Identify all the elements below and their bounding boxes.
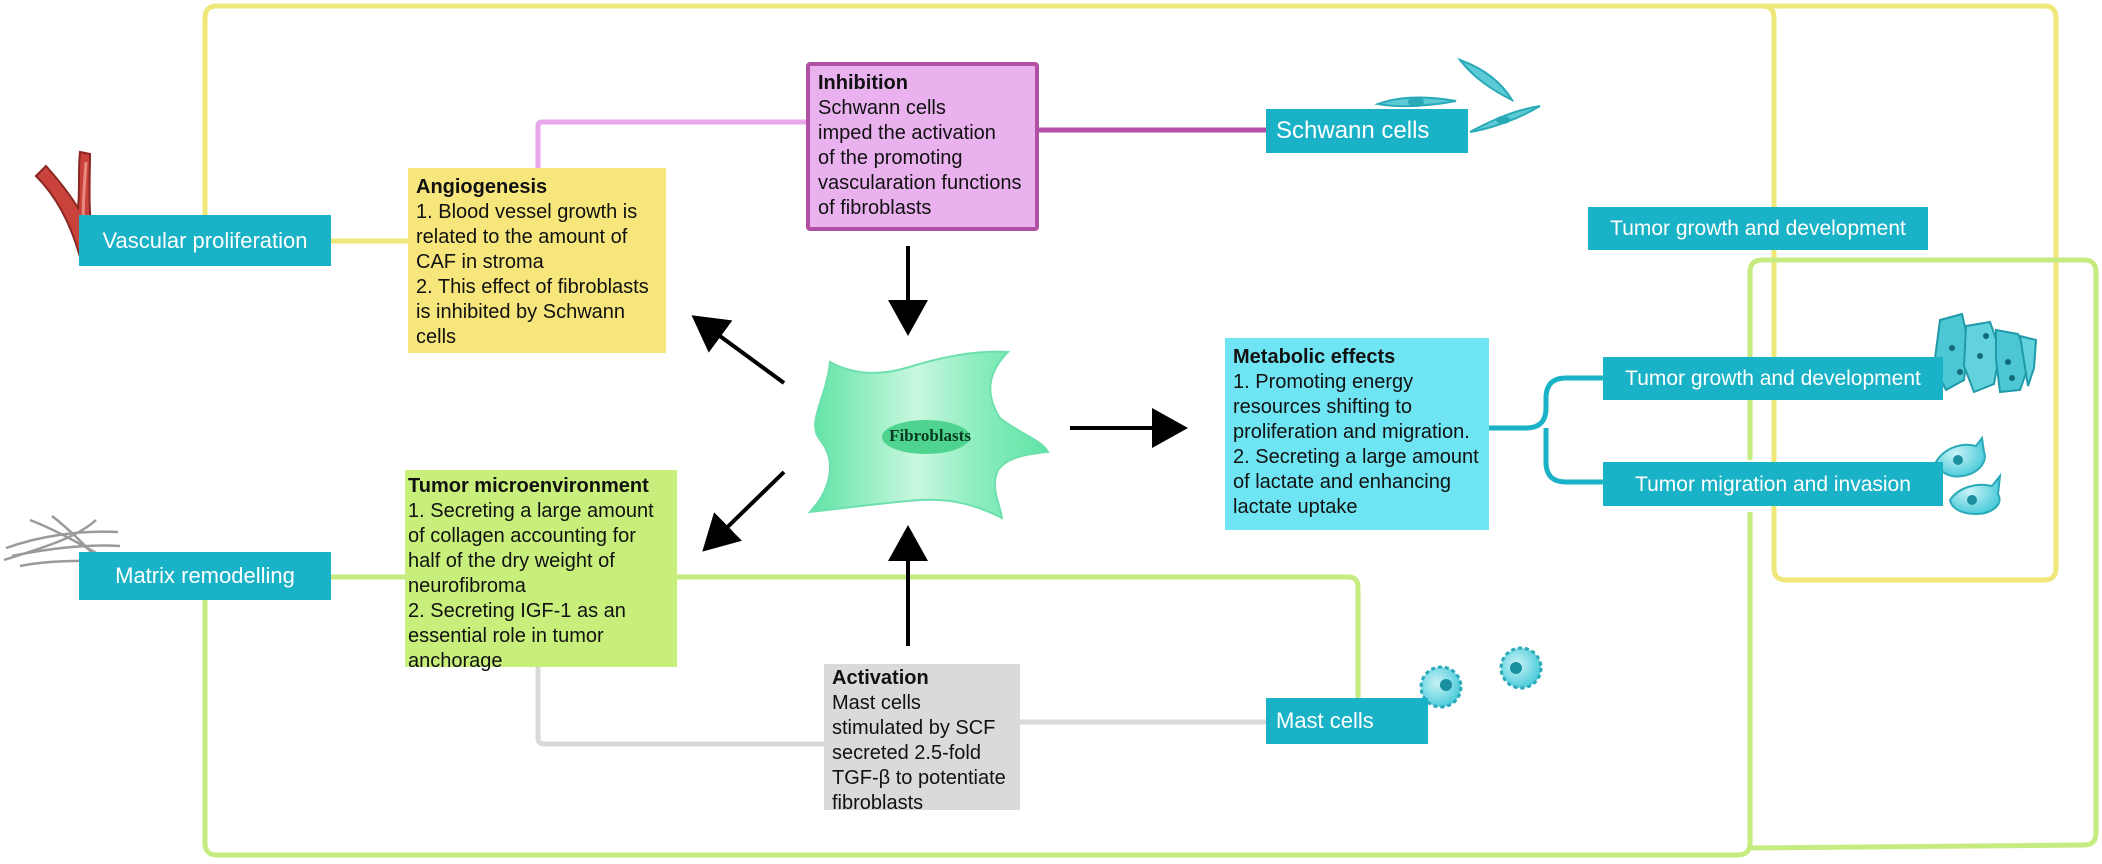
tumor-migration-label: Tumor migration and invasion (1603, 462, 1943, 506)
pink-connector (535, 119, 808, 170)
vascular-proliferation-label: Vascular proliferation (79, 215, 331, 266)
inhibition-body: Schwann cells imped the activation of th… (818, 97, 1022, 219)
arrow-to-microenvironment (702, 470, 786, 552)
mast-cells-icon (1419, 646, 1543, 709)
fibroblasts-label: Fibroblasts (889, 426, 971, 445)
yellow-frame-line (202, 3, 2059, 583)
matrix-remodelling-label: Matrix remodelling (79, 552, 331, 600)
schwann-cells-label: Schwann cells (1266, 109, 1468, 153)
mast-cells-label: Mast cells (1266, 698, 1428, 744)
inhibition-title: Inhibition (818, 72, 908, 94)
tumor-cells-cluster-icon (1932, 312, 2038, 394)
fibroblast-cell (807, 350, 1050, 520)
microenvironment-title: Tumor microenvironment (408, 475, 649, 497)
metabolic-box: Metabolic effects 1. Promoting energy re… (1225, 338, 1489, 530)
metabolic-branch-connector (1488, 375, 1606, 485)
microenvironment-body: 1. Secreting a large amount of collagen … (408, 500, 654, 672)
activation-box: Activation Mast cells stimulated by SCF … (824, 664, 1020, 814)
metabolic-body: 1. Promoting energy resources shifting t… (1233, 371, 1479, 518)
arrow-to-angiogenesis (691, 315, 786, 385)
inhibition-box: Inhibition Schwann cells imped the activ… (806, 62, 1039, 231)
schwann-cells-icon (1374, 57, 1541, 133)
metabolic-title: Metabolic effects (1233, 346, 1396, 368)
tumor-growth-top-label: Tumor growth and development (1588, 207, 1928, 250)
angiogenesis-title: Angiogenesis (416, 176, 548, 198)
tumor-growth-label: Tumor growth and development (1603, 357, 1943, 400)
microenvironment-box: Tumor microenvironment 1. Secreting a la… (405, 470, 677, 672)
migrating-tumor-cells-icon (1934, 435, 2002, 516)
gray-connector (535, 666, 828, 747)
green-frame-line (202, 512, 1753, 858)
green-right-frame-line (1747, 257, 2099, 851)
angiogenesis-box: Angiogenesis 1. Blood vessel growth is r… (408, 168, 666, 353)
green-mast-connector (676, 574, 1361, 700)
activation-title: Activation (832, 667, 929, 689)
angiogenesis-body: 1. Blood vessel growth is related to the… (416, 201, 649, 348)
activation-body: Mast cells stimulated by SCF secreted 2.… (832, 692, 1006, 814)
